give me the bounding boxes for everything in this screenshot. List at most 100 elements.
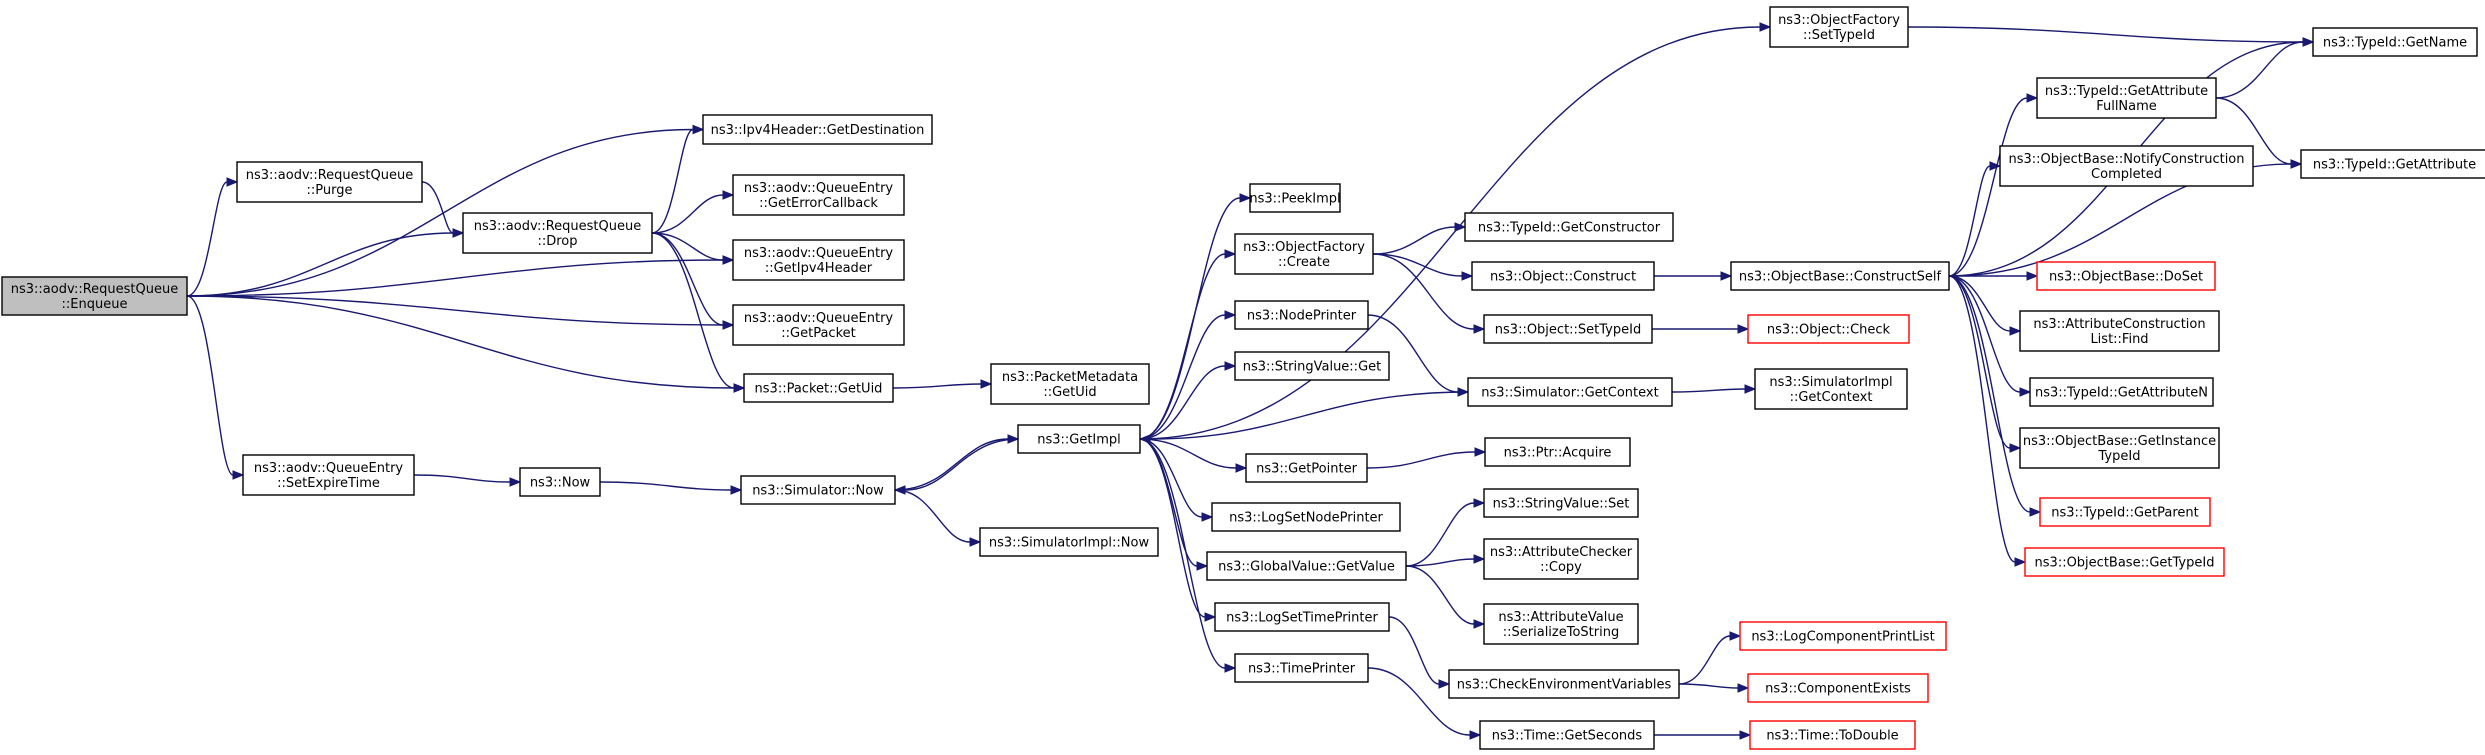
node-logsetnode[interactable]: ns3::LogSetNodePrinter	[1211, 502, 1401, 532]
node-peekimpl[interactable]: ns3::PeekImpl	[1249, 183, 1341, 213]
node-ofcreate[interactable]: ns3::ObjectFactory::Create	[1234, 233, 1374, 275]
node-getctor[interactable]: ns3::TypeId::GetConstructor	[1464, 212, 1674, 242]
node-box	[1769, 6, 1909, 48]
node-accopy[interactable]: ns3::AttributeChecker::Copy	[1483, 538, 1639, 580]
node-simgetctx[interactable]: ns3::Simulator::GetContext	[1467, 377, 1673, 407]
node-box	[1479, 720, 1655, 750]
edge-gvgetvalue-to-accopy	[1405, 554, 1486, 567]
node-box	[1234, 233, 1374, 275]
node-getipv4hdr[interactable]: ns3::aodv::QueueEntry::GetIpv4Header	[732, 239, 905, 281]
edge-arrowhead	[232, 470, 245, 480]
node-label-line: ns3::ObjectFactory	[1243, 240, 1365, 255]
node-box	[2019, 427, 2220, 469]
node-box	[462, 212, 653, 254]
node-label-line: ns3::ObjectBase::NotifyConstruction	[2009, 152, 2245, 167]
node-setexpire[interactable]: ns3::aodv::QueueEntry::SetExpireTime	[242, 454, 415, 496]
edge-arrowhead	[1224, 310, 1237, 320]
edge-constructself-to-getattrn	[1948, 275, 2032, 397]
node-box	[236, 161, 423, 203]
node-getattrn[interactable]: ns3::TypeId::GetAttributeN	[2029, 377, 2214, 407]
node-simnow[interactable]: ns3::Simulator::Now	[740, 475, 896, 505]
node-timeprinter[interactable]: ns3::TimePrinter	[1234, 653, 1369, 683]
node-gvgetvalue[interactable]: ns3::GlobalValue::GetValue	[1206, 551, 1407, 581]
node-pmgetuid[interactable]: ns3::PacketMetadata::GetUid	[990, 363, 1150, 405]
node-box	[1234, 351, 1390, 381]
edge-drop-to-getipv4hdr	[651, 232, 735, 265]
node-box	[1017, 424, 1141, 454]
node-gettypeid[interactable]: ns3::ObjectBase::GetTypeId	[2024, 547, 2225, 577]
node-label-line: ns3::PeekImpl	[1249, 192, 1340, 207]
node-box	[2029, 377, 2214, 407]
edge-arrowhead	[1201, 512, 1214, 522]
edge-arrowhead	[1474, 447, 1487, 457]
node-logcomp[interactable]: ns3::LogComponentPrintList	[1739, 621, 1947, 651]
node-enqueue[interactable]: ns3::aodv::RequestQueue::Enqueue	[1, 276, 188, 316]
node-box	[1747, 673, 1929, 703]
node-compexists[interactable]: ns3::ComponentExists	[1747, 673, 1929, 703]
node-objcheck[interactable]: ns3::Object::Check	[1747, 314, 1910, 344]
edge-line	[1405, 558, 1475, 567]
node-checkenv[interactable]: ns3::CheckEnvironmentVariables	[1448, 669, 1680, 699]
edge-arrowhead	[1473, 619, 1486, 629]
edge-getimpl-to-nodeprinter	[1139, 310, 1237, 440]
node-getseconds[interactable]: ns3::Time::GetSeconds	[1479, 720, 1655, 750]
node-label-line: ns3::Packet::GetUid	[755, 382, 883, 397]
node-getattr[interactable]: ns3::TypeId::GetAttribute	[2300, 149, 2485, 179]
node-label-line: ns3::aodv::QueueEntry	[254, 461, 404, 476]
edge-constructself-to-attrfind	[1948, 275, 2022, 336]
node-objsettype[interactable]: ns3::Object::SetTypeId	[1483, 314, 1653, 344]
edge-arrowhead	[1235, 463, 1248, 473]
node-label-line: ns3::ObjectFactory	[1778, 13, 1900, 28]
node-strget[interactable]: ns3::StringValue::Get	[1234, 351, 1390, 381]
node-constructself[interactable]: ns3::ObjectBase::ConstructSelf	[1730, 261, 1950, 291]
node-box	[990, 363, 1150, 405]
edge-arrowhead	[1737, 324, 1750, 334]
node-getname[interactable]: ns3::TypeId::GetName	[2312, 27, 2478, 57]
node-box	[2300, 149, 2485, 179]
edge-getseconds-to-todouble	[1654, 730, 1752, 740]
node-nodeprinter[interactable]: ns3::NodePrinter	[1234, 300, 1369, 330]
node-label-line: ::GetErrorCallback	[759, 196, 878, 211]
edge-arrowhead	[2026, 271, 2039, 281]
node-ptracquire[interactable]: ns3::Ptr::Acquire	[1484, 437, 1631, 467]
node-getpacket[interactable]: ns3::aodv::QueueEntry::GetPacket	[732, 304, 905, 346]
node-simimplctx[interactable]: ns3::SimulatorImpl::GetContext	[1754, 368, 1908, 410]
node-strset[interactable]: ns3::StringValue::Set	[1483, 488, 1639, 518]
edge-line	[1139, 314, 1226, 440]
node-simimplnow[interactable]: ns3::SimulatorImpl::Now	[979, 527, 1159, 557]
node-avser[interactable]: ns3::AttributeValue::SerializeToString	[1483, 603, 1639, 645]
node-geterrcb[interactable]: ns3::aodv::QueueEntry::GetErrorCallback	[732, 174, 905, 216]
node-drop[interactable]: ns3::aodv::RequestQueue::Drop	[462, 212, 653, 254]
node-ofsettype[interactable]: ns3::ObjectFactory::SetTypeId	[1769, 6, 1909, 48]
node-logsettime[interactable]: ns3::LogSetTimePrinter	[1214, 602, 1390, 632]
edge-line	[1139, 253, 1226, 440]
node-getparent[interactable]: ns3::TypeId::GetParent	[2039, 497, 2211, 527]
edge-line	[894, 438, 1009, 491]
edge-enqueue-to-purge	[186, 177, 239, 297]
node-doset[interactable]: ns3::ObjectBase::DoSet	[2036, 261, 2216, 291]
node-purge[interactable]: ns3::aodv::RequestQueue::Purge	[236, 161, 423, 203]
edge-line	[894, 489, 971, 543]
node-label-line: ns3::Ipv4Header::GetDestination	[711, 123, 925, 138]
node-todouble[interactable]: ns3::Time::ToDouble	[1749, 720, 1916, 750]
node-label-line: Completed	[2091, 167, 2162, 182]
edge-purge-to-drop	[421, 181, 465, 238]
node-getuid[interactable]: ns3::Packet::GetUid	[743, 373, 894, 403]
node-getpointer[interactable]: ns3::GetPointer	[1245, 453, 1368, 483]
edge-arrowhead	[2026, 93, 2039, 103]
node-now[interactable]: ns3::Now	[519, 467, 601, 497]
edge-arrowhead	[1744, 384, 1757, 394]
node-label-line: ns3::Ptr::Acquire	[1504, 446, 1612, 461]
edge-line	[1678, 683, 1739, 689]
node-getimpl[interactable]: ns3::GetImpl	[1017, 424, 1141, 454]
node-objconstruct[interactable]: ns3::Object::Construct	[1471, 261, 1655, 291]
edge-line	[186, 259, 724, 297]
edge-arrowhead	[509, 477, 522, 487]
node-getdest[interactable]: ns3::Ipv4Header::GetDestination	[702, 114, 933, 145]
node-notifyctor[interactable]: ns3::ObjectBase::NotifyConstructionCompl…	[1999, 145, 2254, 187]
edge-getimpl-to-ofsettype	[1139, 22, 1772, 440]
node-box	[1483, 314, 1653, 344]
